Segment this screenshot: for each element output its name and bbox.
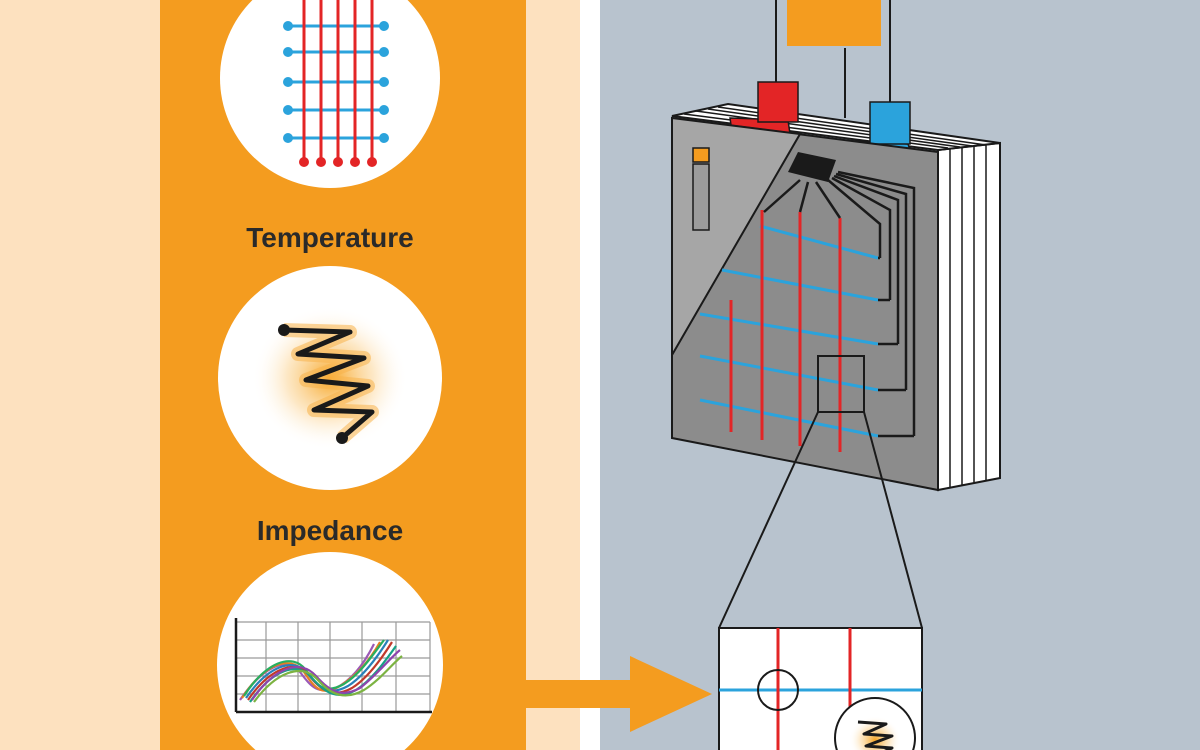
sensor-grid-icon <box>220 0 440 188</box>
zoom-lines <box>718 411 923 629</box>
zoom-source-marker <box>817 355 865 413</box>
positive-tab <box>757 81 799 123</box>
battery-management-box <box>787 0 881 46</box>
impedance-chart-icon <box>217 552 443 750</box>
left-margin-panel <box>0 0 160 750</box>
small-coil-icon <box>834 697 916 750</box>
indicator-light <box>692 147 710 163</box>
impedance-label: Impedance <box>256 515 404 546</box>
negative-tab <box>869 101 911 145</box>
panel-divider <box>580 0 600 750</box>
zoom-detail-icon <box>718 627 923 750</box>
indicator-slot <box>692 163 710 231</box>
heating-coil-icon <box>218 266 442 490</box>
grid-columns <box>302 0 374 162</box>
sensor-harness <box>763 170 916 438</box>
sensor-connector <box>788 152 836 182</box>
battery-cell-icon <box>671 0 1001 492</box>
cell-side-layers <box>937 141 1001 492</box>
sensor-node-marker <box>757 669 799 711</box>
temperature-label: Temperature <box>246 222 414 253</box>
arrow-to-detail <box>526 656 712 732</box>
